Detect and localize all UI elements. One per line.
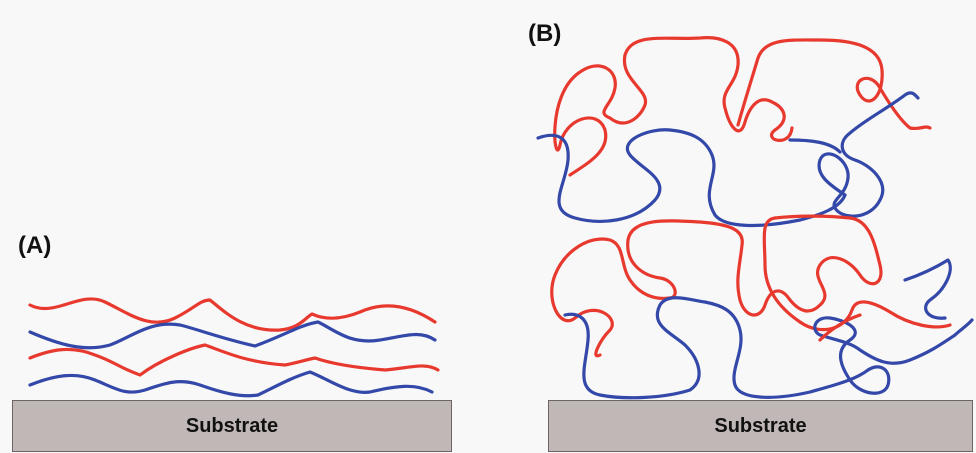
panel-b-red-chain-3 bbox=[550, 219, 792, 358]
panel-b-blue-chain-5 bbox=[813, 316, 974, 395]
panel-a-blue-chain-1 bbox=[28, 320, 437, 350]
panel-a-label: (A) bbox=[18, 232, 52, 259]
panel-a-blue-chain-2 bbox=[28, 370, 434, 398]
panel-b-red-chain-4 bbox=[762, 214, 952, 332]
panel-a-red-chain-1 bbox=[28, 297, 437, 332]
panel-a-chains bbox=[28, 297, 440, 398]
panel-b-blue-chain-4 bbox=[563, 296, 870, 400]
panel-b-chains bbox=[536, 36, 974, 400]
panel-b-blue-chain-2 bbox=[817, 91, 920, 218]
substrate-b: Substrate bbox=[548, 400, 973, 452]
panel-a-red-chain-2 bbox=[28, 343, 440, 377]
panel-b-red-chain-5 bbox=[818, 313, 862, 342]
substrate-a: Substrate bbox=[12, 400, 452, 452]
panel-b-blue-chain-6 bbox=[903, 258, 952, 320]
panel-b-red-chain-1 bbox=[553, 36, 794, 177]
substrate-b-label: Substrate bbox=[714, 414, 807, 437]
panel-b-label: (B) bbox=[528, 20, 562, 47]
substrate-a-label: Substrate bbox=[185, 414, 279, 437]
panel-b-blue-chain-1 bbox=[536, 128, 847, 228]
panel-b-red-chain-2 bbox=[736, 38, 932, 131]
panel-b-blue-chain-3 bbox=[788, 138, 842, 154]
